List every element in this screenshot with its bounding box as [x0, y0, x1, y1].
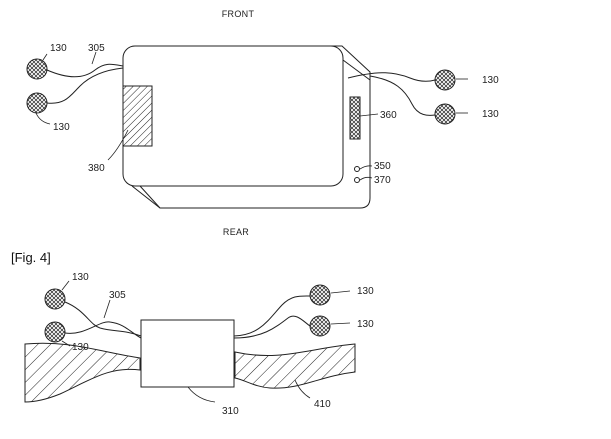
label-130-br: 130 [482, 109, 499, 120]
electrode-tl [26, 58, 48, 80]
fig4-diagram: [Fig. 4] 130 305 130 130 130 310 410 [11, 250, 374, 417]
fig4-label-130-bl: 130 [72, 342, 89, 353]
fig4-cable-left-2 [64, 321, 142, 339]
label-370: 370 [374, 175, 391, 186]
fig4-cable-left-1 [64, 301, 142, 337]
port-350 [354, 166, 360, 172]
fig4-electrode-br [309, 315, 331, 337]
label-130-tl: 130 [50, 43, 67, 54]
label-130-tr: 130 [482, 75, 499, 86]
device-body [122, 45, 344, 187]
fig4-leader-130-br [330, 322, 351, 325]
fig4-leader-130-tr [330, 290, 351, 294]
cable-left-2 [46, 67, 124, 104]
fig4-leader-410 [294, 379, 311, 399]
cable-right-2 [369, 75, 436, 116]
module-380 [122, 85, 153, 147]
leader-305 [91, 51, 97, 65]
module-360 [349, 96, 361, 140]
fig4-label-130-br: 130 [357, 319, 374, 330]
fig4-leader-130-bl [61, 340, 71, 347]
label-350: 350 [374, 161, 391, 172]
fig4-cable-right-2 [233, 315, 311, 339]
leader-130-bl [35, 112, 51, 125]
front-caption: FRONT [222, 9, 255, 19]
fig4-leader-130-tl [61, 280, 70, 291]
fig4-label-310: 310 [222, 406, 239, 417]
leader-350 [359, 165, 373, 170]
fig4-label-410: 410 [314, 399, 331, 410]
band-left [24, 342, 141, 403]
fig4-electrode-tr [309, 284, 331, 306]
leader-370 [359, 176, 373, 181]
cable-left-1 [46, 63, 124, 78]
label-130-bl: 130 [53, 122, 70, 133]
device-310 [140, 319, 235, 388]
label-305: 305 [88, 43, 105, 54]
label-360: 360 [380, 110, 397, 121]
fig4-leader-310 [187, 386, 216, 403]
leader-380 [107, 129, 129, 161]
label-380: 380 [88, 163, 105, 174]
device-edge [139, 185, 161, 209]
device-back-outline [131, 45, 371, 209]
port-370 [354, 177, 360, 183]
rear-caption: REAR [223, 227, 249, 237]
band-right [234, 343, 356, 389]
fig4-electrode-tl [44, 288, 66, 310]
fig4-label-305: 305 [109, 290, 126, 301]
fig4-title: [Fig. 4] [11, 250, 51, 265]
fig4-leader-305 [103, 299, 111, 319]
fig4-electrode-bl [44, 321, 66, 343]
electrode-bl [26, 92, 48, 114]
leader-360 [359, 113, 379, 117]
fig4-label-130-tr: 130 [357, 286, 374, 297]
electrode-tr [434, 69, 456, 91]
electrode-br [434, 103, 456, 125]
device-edge [342, 59, 371, 81]
leader-130-tl [42, 53, 48, 61]
fig4-label-130-tl: 130 [72, 272, 89, 283]
cable-right-1 [347, 72, 436, 82]
fig4-cable-right-1 [233, 295, 311, 337]
fig3-diagram: FRONT REAR [26, 9, 499, 237]
